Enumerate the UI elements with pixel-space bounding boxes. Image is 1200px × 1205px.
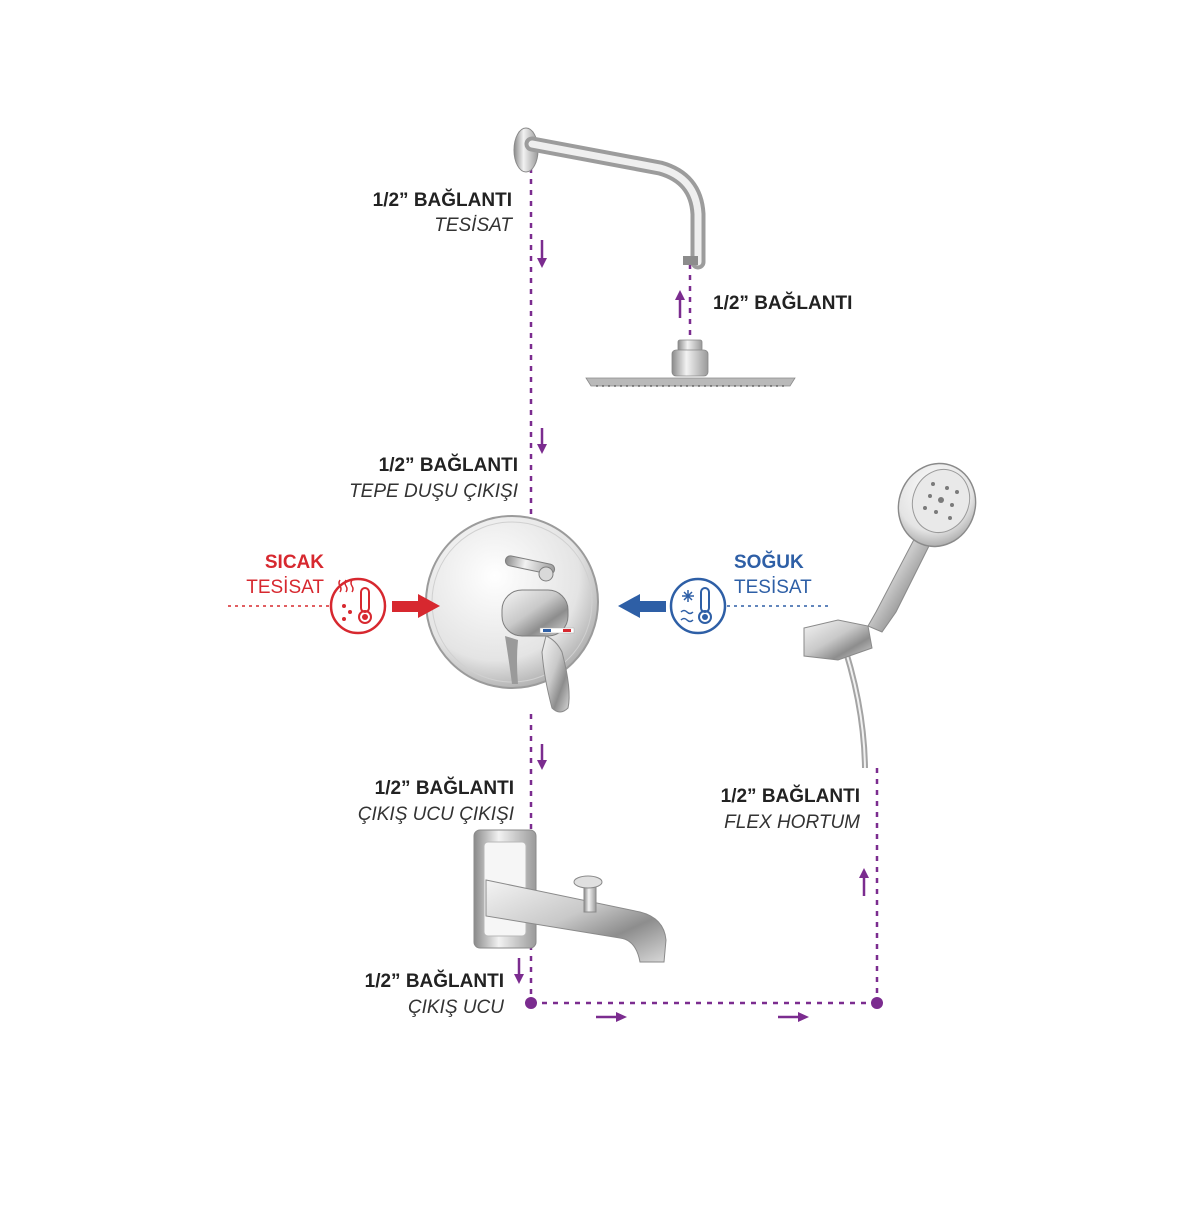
- spout-outlet-title: 1/2” BAĞLANTI: [374, 778, 514, 799]
- hot-subtitle: TESİSAT: [246, 577, 324, 598]
- top-outlet-subtitle: TEPE DUŞU ÇIKIŞI: [349, 481, 518, 502]
- arrow-up-icon: [675, 290, 685, 318]
- cold-arrow-icon: [618, 594, 666, 618]
- arrow-down-icon: [537, 744, 547, 770]
- thermometer-cold-icon: [669, 577, 727, 635]
- top-outlet-title: 1/2” BAĞLANTI: [378, 455, 518, 476]
- thermometer-hot-icon: [329, 577, 387, 635]
- spout-title: 1/2” BAĞLANTI: [364, 971, 504, 992]
- supply-subtitle: TESİSAT: [434, 215, 512, 236]
- spout-subtitle: ÇIKIŞ UCU: [407, 997, 504, 1018]
- junction-dot-left: [525, 997, 537, 1009]
- flow-arrows: [514, 240, 869, 1022]
- spout: [473, 829, 667, 963]
- cold-subtitle: TESİSAT: [734, 577, 812, 598]
- spout-outlet-subtitle: ÇIKIŞ UCU ÇIKIŞI: [357, 804, 514, 825]
- cold-title: SOĞUK: [734, 552, 804, 573]
- hot-title: SICAK: [264, 552, 324, 573]
- head-shower: [585, 339, 796, 387]
- hot-arrow-icon: [392, 594, 440, 618]
- supply-title: 1/2” BAĞLANTI: [372, 190, 512, 211]
- arrow-down-icon: [537, 428, 547, 454]
- arrow-down-icon: [537, 240, 547, 268]
- arrow-up-icon: [859, 868, 869, 896]
- hand-shower: [803, 462, 977, 769]
- head-title: 1/2” BAĞLANTI: [713, 293, 853, 314]
- arrow-right-icon: [596, 1012, 627, 1022]
- flex-subtitle: FLEX HORTUM: [724, 812, 860, 833]
- arrow-down-icon: [514, 958, 524, 984]
- shower-arm: [513, 127, 706, 270]
- arrow-right-icon: [778, 1012, 809, 1022]
- flex-title: 1/2” BAĞLANTI: [720, 786, 860, 807]
- mixer-valve: [425, 515, 599, 713]
- junction-dot-right: [871, 997, 883, 1009]
